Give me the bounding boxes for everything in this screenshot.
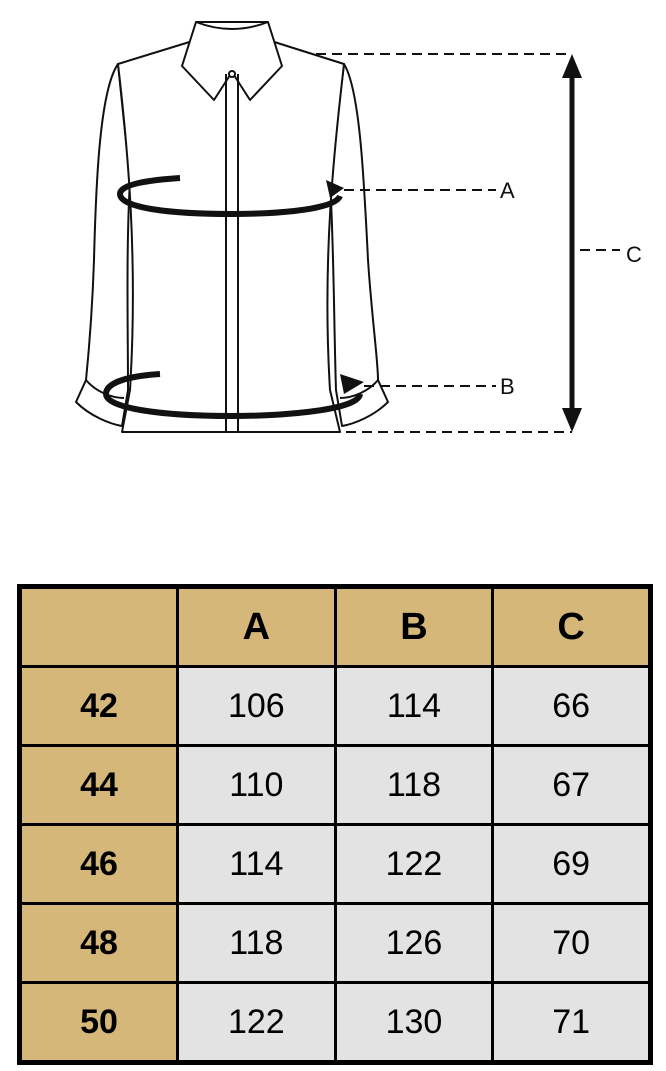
size-table: A B C 42 106 114 66 44 110 118 67 46 114… <box>17 584 653 1065</box>
value-cell-c: 70 <box>491 902 652 984</box>
value-cell-a: 122 <box>176 981 337 1064</box>
header-b: B <box>333 585 495 668</box>
size-cell: 50 <box>18 981 179 1064</box>
value-cell-b: 122 <box>333 823 495 905</box>
table-row: 48 118 126 70 <box>18 902 652 984</box>
dashed-guides <box>316 53 620 433</box>
value-cell-b: 118 <box>333 744 495 826</box>
table-row: 42 106 114 66 <box>18 665 652 747</box>
size-cell: 46 <box>18 823 179 905</box>
shirt-outline <box>75 21 389 433</box>
value-cell-c: 71 <box>491 981 652 1064</box>
header-c: C <box>491 585 652 668</box>
value-cell-a: 106 <box>176 665 337 747</box>
table-header-row: A B C <box>18 585 652 668</box>
label-c: C <box>626 242 642 267</box>
value-cell-a: 118 <box>176 902 337 984</box>
table-row: 46 114 122 69 <box>18 823 652 905</box>
table-row: 50 122 130 71 <box>18 981 652 1064</box>
label-a: A <box>500 178 515 203</box>
size-cell: 44 <box>18 744 179 826</box>
table-row: 44 110 118 67 <box>18 744 652 826</box>
value-cell-c: 69 <box>491 823 652 905</box>
size-cell: 48 <box>18 902 179 984</box>
label-b: B <box>500 374 515 399</box>
measurement-b-ellipse <box>102 371 364 420</box>
size-cell: 42 <box>18 665 179 747</box>
value-cell-b: 114 <box>333 665 495 747</box>
measurement-a-ellipse <box>116 175 344 218</box>
measurement-c-arrow <box>562 54 582 432</box>
header-corner <box>18 585 179 668</box>
value-cell-b: 126 <box>333 902 495 984</box>
value-cell-a: 110 <box>176 744 337 826</box>
value-cell-c: 66 <box>491 665 652 747</box>
value-cell-a: 114 <box>176 823 337 905</box>
header-a: A <box>176 585 337 668</box>
value-cell-b: 130 <box>333 981 495 1064</box>
value-cell-c: 67 <box>491 744 652 826</box>
shirt-measurement-diagram: A B C <box>75 21 642 433</box>
